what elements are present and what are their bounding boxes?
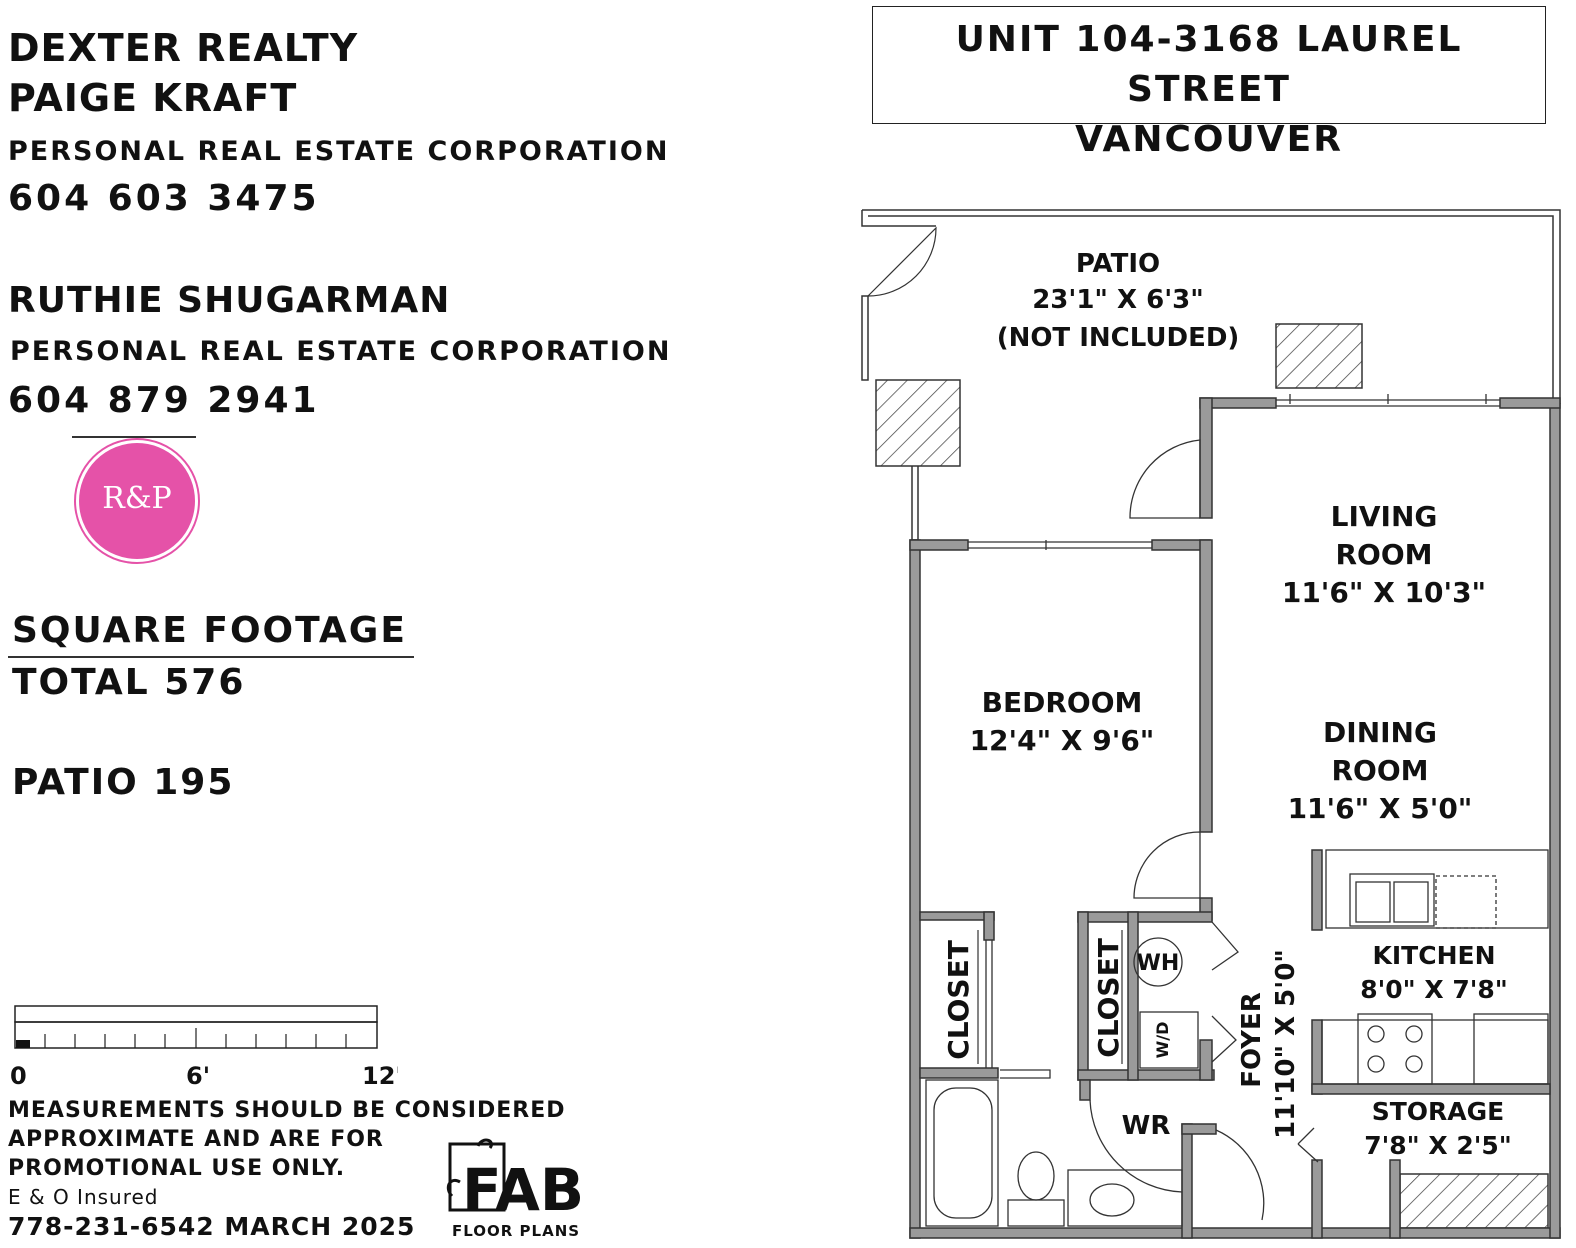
fab-logo-subtitle: FLOOR PLANS bbox=[452, 1222, 580, 1240]
address-line-1: UNIT 104-3168 LAUREL STREET bbox=[955, 19, 1463, 110]
disclaimer-line-4: E & O Insured bbox=[8, 1185, 159, 1209]
kitchen-label: KITCHEN bbox=[1373, 941, 1496, 970]
scale-label-mid: 6' bbox=[186, 1062, 210, 1090]
fab-logo-letters: FAB bbox=[462, 1156, 584, 1224]
agent-corporation-paige: PERSONAL REAL ESTATE CORPORATION bbox=[8, 136, 670, 167]
kitchen-size: 8'0" X 7'8" bbox=[1360, 975, 1508, 1004]
patio-label: PATIO bbox=[1076, 249, 1160, 279]
address-line-2: VANCOUVER bbox=[1075, 119, 1343, 160]
agent-phone-paige: 604 603 3475 bbox=[8, 178, 320, 219]
closet-mid-label: CLOSET bbox=[1092, 938, 1125, 1058]
square-footage-heading: SQUARE FOOTAGE bbox=[12, 610, 407, 651]
agent-name-paige: PAIGE KRAFT bbox=[8, 76, 298, 120]
agent-corporation-ruthie: PERSONAL REAL ESTATE CORPORATION bbox=[10, 336, 672, 367]
dining-room-label-1: DINING bbox=[1323, 716, 1437, 749]
scale-bar: 0 6' 12' bbox=[10, 1005, 398, 1090]
patio-column-right bbox=[1275, 323, 1363, 389]
agent-company: DEXTER REALTY bbox=[8, 26, 359, 70]
disclaimer-line-1: MEASUREMENTS SHOULD BE CONSIDERED bbox=[8, 1098, 566, 1123]
patio-column-left bbox=[875, 379, 961, 467]
bedroom-label: BEDROOM bbox=[982, 686, 1143, 719]
storage-hatch bbox=[1399, 1173, 1549, 1229]
closet-left-label: CLOSET bbox=[942, 940, 975, 1060]
dining-room-size: 11'6" X 5'0" bbox=[1288, 792, 1473, 825]
door-swings bbox=[985, 439, 1319, 1221]
scale-label-end: 12' bbox=[362, 1062, 398, 1090]
square-footage-divider bbox=[8, 656, 414, 658]
living-room-size: 11'6" X 10'3" bbox=[1282, 576, 1486, 609]
patio-note: (NOT INCLUDED) bbox=[997, 323, 1240, 353]
storage-label: STORAGE bbox=[1372, 1097, 1505, 1126]
living-room-label-2: ROOM bbox=[1335, 538, 1432, 571]
bathroom-fixtures bbox=[925, 937, 1199, 1227]
disclaimer-line-5: 778-231-6542 MARCH 2025 bbox=[8, 1212, 416, 1241]
fab-logo: FAB FLOOR PLANS bbox=[446, 1138, 584, 1240]
square-footage-patio: PATIO 195 bbox=[12, 762, 235, 803]
kitchen-fixtures bbox=[1321, 849, 1549, 1085]
rp-logo-text: R&P bbox=[102, 481, 172, 516]
closet-shelves bbox=[977, 930, 1123, 1064]
agent-name-ruthie: RUTHIE SHUGARMAN bbox=[8, 280, 451, 321]
agent-phone-ruthie: 604 879 2941 bbox=[8, 380, 320, 421]
rp-logo: R&P bbox=[76, 440, 198, 562]
patio-door-swing bbox=[867, 226, 937, 297]
scale-label-zero: 0 bbox=[10, 1062, 27, 1090]
foyer-size: 11'10" X 5'0" bbox=[1271, 949, 1301, 1139]
washroom-label: WR bbox=[1122, 1111, 1171, 1141]
washer-dryer-label: W/D bbox=[1153, 1022, 1172, 1059]
disclaimer-line-3: PROMOTIONAL USE ONLY. bbox=[8, 1156, 346, 1181]
water-heater-label: WH bbox=[1137, 951, 1180, 976]
logo-divider bbox=[72, 436, 196, 438]
disclaimer-line-2: APPROXIMATE AND ARE FOR bbox=[8, 1127, 384, 1152]
square-footage-total: TOTAL 576 bbox=[12, 662, 246, 703]
storage-size: 7'8" X 2'5" bbox=[1364, 1131, 1512, 1160]
living-room-label-1: LIVING bbox=[1331, 500, 1438, 533]
bedroom-size: 12'4" X 9'6" bbox=[970, 724, 1155, 757]
foyer-label: FOYER bbox=[1237, 992, 1267, 1088]
address-box: UNIT 104-3168 LAUREL STREET VANCOUVER bbox=[872, 6, 1546, 160]
patio-size: 23'1" X 6'3" bbox=[1032, 285, 1204, 315]
patio-outline bbox=[861, 209, 1561, 541]
windows bbox=[968, 394, 1500, 550]
dining-room-label-2: ROOM bbox=[1331, 754, 1428, 787]
